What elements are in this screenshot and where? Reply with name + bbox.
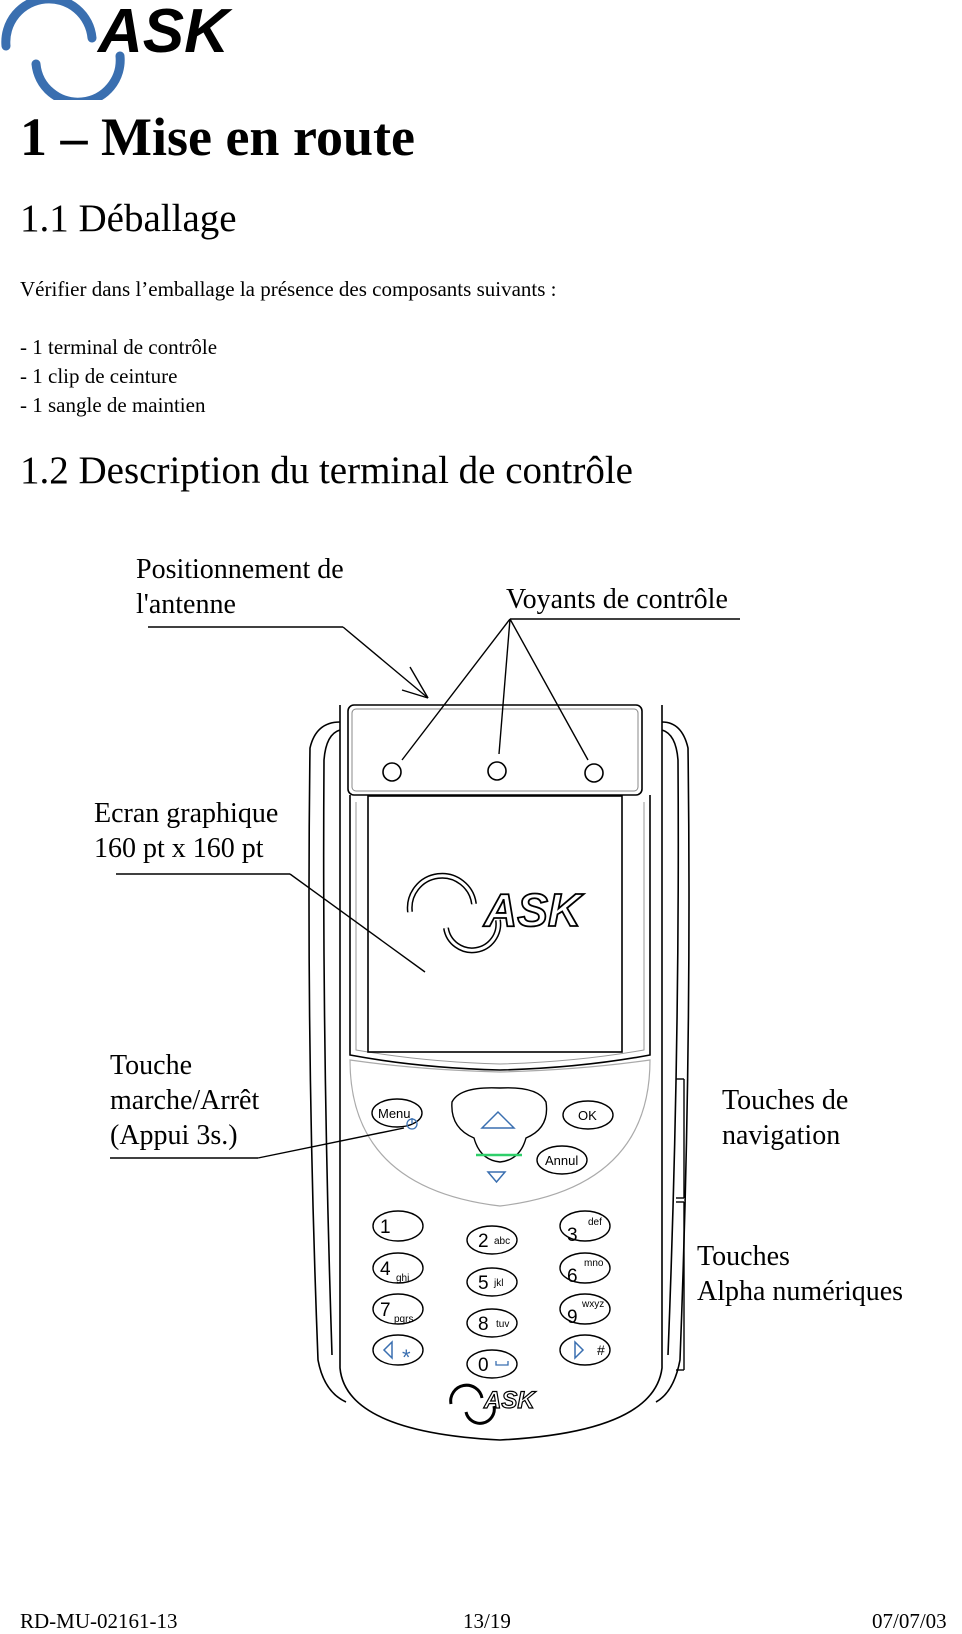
key-4[interactable]: 4 ghi — [372, 1252, 424, 1284]
key-symbol: # — [597, 1342, 605, 1358]
led-right — [584, 763, 604, 783]
key-hash[interactable]: # — [559, 1334, 611, 1366]
list-item: - 1 terminal de contrôle — [20, 335, 218, 359]
key-8[interactable]: 8 tuv — [466, 1308, 518, 1338]
ask-logo: ASK — [1, 0, 233, 100]
key-2[interactable]: 2 abc — [466, 1225, 518, 1255]
ok-label: OK — [578, 1108, 597, 1123]
arrow-left-icon — [382, 1340, 393, 1360]
label-line: 160 pt x 160 pt — [94, 833, 264, 864]
key-letters: mno — [584, 1258, 604, 1269]
page-heading: 1 – Mise en route — [20, 107, 415, 167]
key-letters: abc — [494, 1236, 510, 1247]
key-digit: 3 — [567, 1225, 578, 1246]
label-line: Alpha numériques — [697, 1276, 904, 1307]
label-line: navigation — [722, 1120, 841, 1151]
led-center — [487, 761, 507, 781]
key-1[interactable]: 1 — [372, 1210, 424, 1242]
key-digit: 5 — [478, 1273, 489, 1294]
key-5[interactable]: 5 jkl — [466, 1267, 518, 1297]
logo-text: ASK — [96, 0, 233, 66]
label-screen: Ecran graphique 160 pt x 160 pt — [94, 796, 278, 866]
key-letters: wxyz — [581, 1299, 604, 1310]
section-title-unpacking: 1.1 Déballage — [20, 197, 237, 240]
label-line: Touches de — [722, 1085, 849, 1116]
body-logo: ASK — [449, 1383, 537, 1425]
key-letters: ghi — [396, 1273, 409, 1284]
section-title-description: 1.2 Description du terminal de contrôle — [20, 449, 633, 492]
ok-button[interactable]: OK — [562, 1100, 614, 1130]
callout-lines — [110, 618, 740, 1371]
key-6[interactable]: 6 mno — [559, 1252, 611, 1287]
label-alphanumeric-keys: Touches Alpha numériques — [697, 1239, 903, 1309]
key-symbol: * — [402, 1345, 411, 1370]
key-digit: 1 — [380, 1217, 391, 1238]
key-digit: 7 — [380, 1300, 391, 1321]
navigation-pad[interactable] — [451, 1087, 548, 1184]
arrow-up-icon[interactable] — [480, 1110, 516, 1129]
key-digit: 0 — [478, 1355, 489, 1376]
menu-label: Menu — [378, 1106, 411, 1121]
display — [367, 795, 623, 1053]
label-line: marche/Arrêt — [110, 1085, 260, 1116]
menu-button[interactable]: Menu — [371, 1098, 423, 1130]
key-digit: 8 — [478, 1314, 489, 1335]
label-line: Touche — [110, 1050, 193, 1081]
key-3[interactable]: 3 def — [559, 1210, 611, 1246]
label-leds: Voyants de contrôle — [506, 584, 728, 615]
label-line: Positionnement de — [136, 554, 344, 585]
key-letters: jkl — [493, 1278, 503, 1289]
list-item: - 1 clip de ceinture — [20, 364, 178, 388]
screen-logo-text: ASK — [483, 884, 584, 936]
space-icon — [495, 1361, 509, 1366]
label-line: Touches — [697, 1241, 790, 1272]
label-line: (Appui 3s.) — [110, 1120, 238, 1151]
key-star[interactable]: * — [372, 1334, 424, 1370]
label-power-key: Touche marche/Arrêt (Appui 3s.) — [110, 1048, 259, 1153]
key-digit: 2 — [478, 1231, 489, 1252]
label-line: l'antenne — [136, 589, 236, 620]
key-letters: pqrs — [394, 1314, 413, 1325]
cancel-label: Annul — [545, 1153, 578, 1168]
led-left — [382, 762, 402, 782]
footer-page-number: 13/19 — [463, 1609, 511, 1633]
key-digit: 6 — [567, 1266, 578, 1287]
label-line: Ecran graphique — [94, 798, 279, 829]
cancel-button[interactable]: Annul — [536, 1145, 588, 1175]
label-antenna: Positionnement de l'antenne — [136, 552, 344, 622]
arrow-right-icon — [574, 1340, 585, 1360]
key-digit: 4 — [380, 1259, 391, 1280]
body-logo-text: ASK — [483, 1387, 536, 1414]
screen-logo: ASK — [406, 872, 585, 954]
key-digit: 9 — [567, 1307, 578, 1328]
list-item: - 1 sangle de maintien — [20, 393, 206, 417]
footer-date: 07/07/03 — [872, 1609, 947, 1633]
key-letters: def — [588, 1217, 602, 1228]
unpacking-intro: Vérifier dans l’emballage la présence de… — [20, 277, 557, 301]
arrow-down-icon[interactable] — [486, 1171, 507, 1184]
footer-reference: RD-MU-02161-13 — [20, 1609, 178, 1633]
component-list: - 1 terminal de contrôle - 1 clip de cei… — [20, 333, 217, 420]
label-navigation-keys: Touches de navigation — [722, 1083, 848, 1153]
key-letters: tuv — [496, 1319, 509, 1330]
key-0[interactable]: 0 — [466, 1349, 518, 1379]
